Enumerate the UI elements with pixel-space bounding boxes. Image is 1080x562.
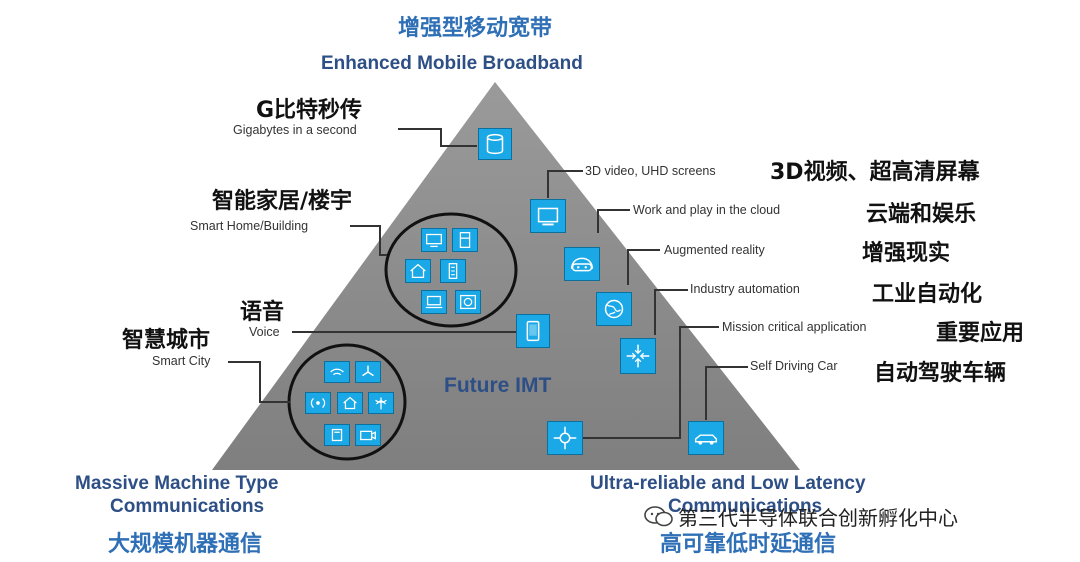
car-icon <box>688 421 724 455</box>
urllc-title-zh: 高可靠低时延通信 <box>660 532 837 557</box>
wifi-icon <box>324 361 350 383</box>
car-label-zh: 自动驾驶车辆 <box>874 361 1007 386</box>
embb-title-zh: 增强型移动宽带 <box>398 16 553 41</box>
gigabytes-label-en: Gigabytes in a second <box>233 123 357 137</box>
connector-3d-video <box>547 170 583 198</box>
smart-home-ellipse <box>384 212 518 328</box>
fridge-icon <box>452 228 478 252</box>
industry-label-en: Industry automation <box>690 282 800 296</box>
connector-ar <box>627 249 660 285</box>
connector-industry <box>654 289 688 335</box>
connector-smart-city <box>228 361 290 403</box>
washer-icon <box>455 290 481 314</box>
urllc-title-en-1: Ultra-reliable and Low Latency <box>590 473 866 494</box>
building-icon <box>440 259 466 283</box>
antenna-icon <box>368 392 394 414</box>
home-city-icon <box>337 392 363 414</box>
future-imt-label: Future IMT <box>444 374 552 397</box>
mission-label-en: Mission critical application <box>722 320 867 334</box>
mission-label-zh: 重要应用 <box>936 321 1025 346</box>
connector-car <box>705 366 748 420</box>
urllc-title-en-2: Communications <box>668 496 823 517</box>
tv-icon <box>421 228 447 252</box>
industry-label-zh: 工业自动化 <box>872 282 983 307</box>
smart-home-label-zh: 智能家居/楼宇 <box>212 189 353 214</box>
camera-icon <box>355 424 381 446</box>
gigabytes-label-zh: G比特秒传 <box>256 98 363 123</box>
database-icon <box>478 128 512 160</box>
meter-icon <box>324 424 350 446</box>
voice-label-zh: 语音 <box>240 300 285 325</box>
connector-smart-home <box>350 225 387 256</box>
crosshair-icon <box>547 421 583 455</box>
ar-label-zh: 增强现实 <box>862 241 951 266</box>
arrows-icon <box>620 338 656 374</box>
phone-icon <box>516 314 550 348</box>
3d-video-label-en: 3D video, UHD screens <box>585 164 716 178</box>
ar-label-en: Augmented reality <box>664 243 765 257</box>
connector-gigabytes <box>398 128 477 147</box>
wechat-icon <box>644 505 674 529</box>
connector-cloud <box>597 209 630 233</box>
signal-icon <box>305 392 331 414</box>
voice-label-en: Voice <box>249 325 280 339</box>
monitor-icon <box>530 199 566 233</box>
cloud-label-zh: 云端和娱乐 <box>866 202 977 227</box>
connector-mission <box>582 326 719 439</box>
smart-city-label-en: Smart City <box>152 354 211 368</box>
mmtc-title-zh: 大规模机器通信 <box>108 532 263 557</box>
3d-video-label-zh: 3D视频、超高清屏幕 <box>770 160 980 185</box>
mmtc-title-en-2: Communications <box>110 496 265 517</box>
car-label-en: Self Driving Car <box>750 359 838 373</box>
embb-title-en: Enhanced Mobile Broadband <box>321 53 583 74</box>
house-icon <box>405 259 431 283</box>
smart-home-label-en: Smart Home/Building <box>190 219 309 233</box>
watermark-text: 第三代半导体联合创新孵化中心 <box>678 506 958 530</box>
smart-city-label-zh: 智慧城市 <box>122 328 211 353</box>
vr-headset-icon <box>564 247 600 281</box>
fan-icon <box>355 361 381 383</box>
watermark: 第三代半导体联合创新孵化中心 <box>644 502 958 531</box>
laptop-icon <box>421 290 447 314</box>
cloud-label-en: Work and play in the cloud <box>633 203 781 217</box>
globe-icon <box>596 292 632 326</box>
mmtc-title-en-1: Massive Machine Type <box>75 473 279 494</box>
